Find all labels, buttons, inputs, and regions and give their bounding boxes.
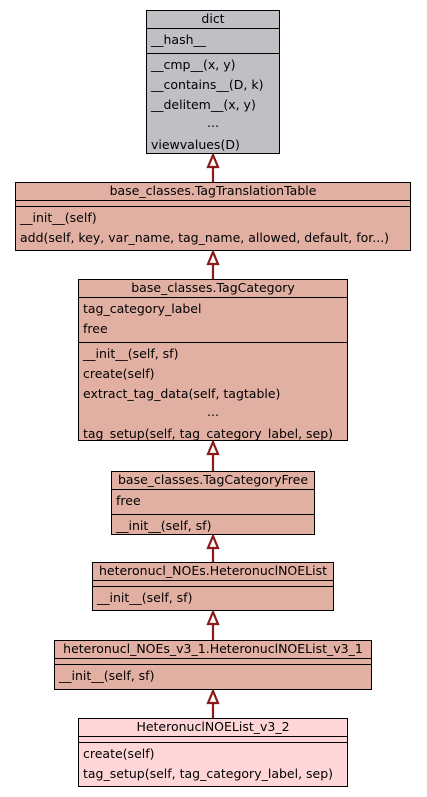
method: __delitem__(x, y) (151, 97, 256, 112)
class-box-heteronucl-noe-list[interactable]: heteronucl_NOEs.HeteronuclNOEList __init… (92, 562, 334, 611)
class-box-dict[interactable]: dict __hash__ __cmp__(x, y) __contains__… (146, 10, 280, 154)
class-name: HeteronuclNOEList_v3_2 (79, 719, 347, 737)
method: tag_setup(self, tag_category_label, sep) (83, 766, 334, 781)
class-box-heteronucl-noe-list-v3-2[interactable]: HeteronuclNOEList_v3_2 create(self) tag_… (78, 718, 348, 787)
ellipsis: ... (207, 115, 219, 130)
method: create(self) (83, 366, 155, 381)
methods-section: __cmp__(x, y) __contains__(D, k) __delit… (147, 53, 279, 158)
class-box-tag-category-free[interactable]: base_classes.TagCategoryFree free __init… (111, 471, 315, 535)
method: create(self) (83, 746, 155, 761)
attribute: tag_category_label (83, 301, 202, 316)
attributes-section: tag_category_label free (79, 298, 347, 342)
class-name: heteronucl_NOEs_v3_1.HeteronuclNOEList_v… (55, 641, 371, 659)
method: __init__(self, sf) (83, 346, 179, 361)
class-name: base_classes.TagTranslationTable (16, 183, 410, 201)
method: add(self, key, var_name, tag_name, allow… (20, 230, 390, 245)
methods-section: __init__(self, sf) (112, 514, 314, 539)
inheritance-arrowhead (206, 688, 220, 705)
attributes-section: __hash__ (147, 29, 279, 53)
attribute: free (83, 321, 108, 336)
methods-section: create(self) tag_setup(self, tag_categor… (79, 742, 347, 787)
attributes-section: free (112, 490, 314, 514)
class-box-tag-category[interactable]: base_classes.TagCategory tag_category_la… (78, 279, 348, 441)
method: __init__(self, sf) (59, 668, 155, 683)
method: viewvalues(D) (151, 137, 240, 152)
ellipsis: ... (207, 404, 219, 419)
class-name: base_classes.TagCategoryFree (112, 472, 314, 490)
methods-section: __init__(self, sf) create(self) extract_… (79, 342, 347, 447)
method: __init__(self, sf) (116, 518, 212, 533)
method: __init__(self) (20, 210, 97, 225)
method: __init__(self, sf) (97, 590, 193, 605)
inheritance-arrowhead (206, 609, 220, 626)
methods-section: __init__(self, sf) (93, 586, 333, 611)
class-name: base_classes.TagCategory (79, 280, 347, 298)
method: __contains__(D, k) (151, 77, 264, 92)
class-box-heteronucl-noe-list-v3-1[interactable]: heteronucl_NOEs_v3_1.HeteronuclNOEList_v… (54, 640, 372, 690)
method: __cmp__(x, y) (151, 57, 236, 72)
attribute: __hash__ (151, 32, 207, 47)
method: tag_setup(self, tag_category_label, sep) (83, 426, 334, 441)
method: extract_tag_data(self, tagtable) (83, 386, 281, 401)
class-box-tag-translation-table[interactable]: base_classes.TagTranslationTable __init_… (15, 182, 411, 251)
class-name: heteronucl_NOEs.HeteronuclNOEList (93, 563, 333, 581)
inheritance-arrowhead (206, 249, 220, 266)
methods-section: __init__(self, sf) (55, 664, 371, 689)
attribute: free (116, 493, 141, 508)
class-name: dict (147, 11, 279, 29)
methods-section: __init__(self) add(self, key, var_name, … (16, 206, 410, 251)
